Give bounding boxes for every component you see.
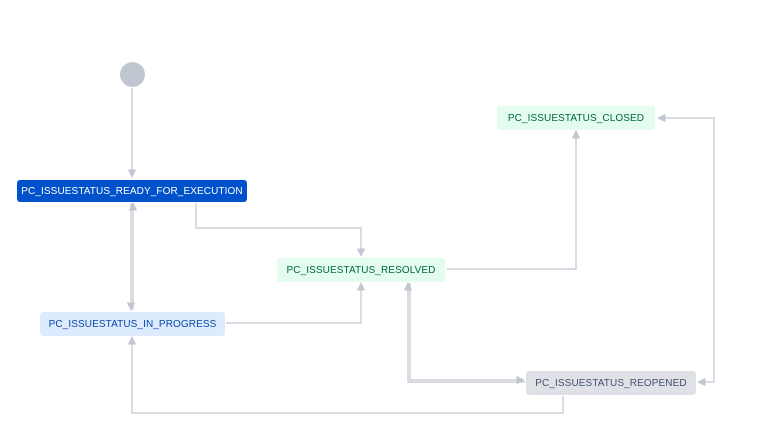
status-ready-for-execution[interactable]: PC_ISSUESTATUS_READY_FOR_EXECUTION (17, 180, 247, 202)
transition-resolved-reopened[interactable] (409, 283, 525, 385)
status-label: PC_ISSUESTATUS_RESOLVED (286, 264, 436, 276)
status-closed[interactable]: PC_ISSUESTATUS_CLOSED (497, 106, 655, 130)
transition-reopened-resolved[interactable] (403, 282, 525, 383)
status-resolved[interactable]: PC_ISSUESTATUS_RESOLVED (277, 258, 445, 282)
transition-resolved-to-closed[interactable] (447, 130, 581, 270)
status-label: PC_ISSUESTATUS_CLOSED (507, 112, 645, 124)
status-label: PC_ISSUESTATUS_READY_FOR_EXECUTION (21, 185, 243, 197)
status-reopened[interactable]: PC_ISSUESTATUS_REOPENED (526, 371, 696, 395)
status-label: PC_ISSUESTATUS_IN_PROGRESS (48, 318, 217, 330)
status-label: PC_ISSUESTATUS_REOPENED (535, 377, 687, 389)
start-circle-icon[interactable] (120, 62, 145, 87)
transition-closed-reopened[interactable] (657, 113, 715, 387)
transition-in-progress-to-resolved[interactable] (226, 282, 366, 324)
transition-ready-to-resolved[interactable] (195, 203, 366, 257)
transition-reopened-to-in-progress[interactable] (127, 336, 564, 414)
status-in-progress[interactable]: PC_ISSUESTATUS_IN_PROGRESS (40, 312, 225, 336)
